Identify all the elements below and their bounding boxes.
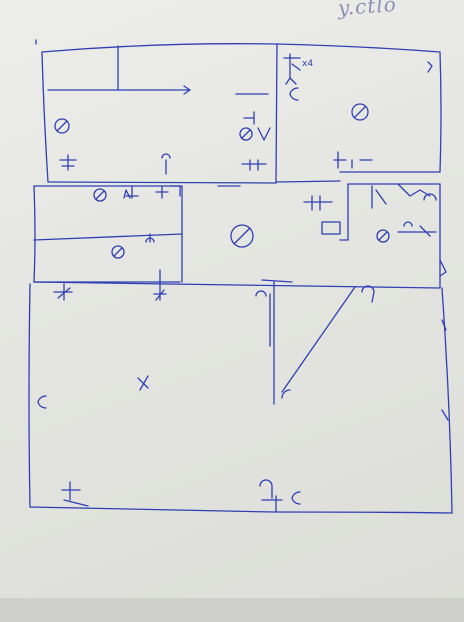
socket-icon <box>137 375 149 391</box>
light-icon <box>53 153 375 507</box>
window-label: x4 <box>302 59 313 69</box>
table-surface <box>0 598 464 622</box>
door-swings <box>37 87 356 505</box>
switch-icon <box>241 111 437 237</box>
outer-walls <box>28 43 453 514</box>
interior-walls <box>33 43 441 513</box>
edge-ticks <box>35 39 449 421</box>
fan-icon <box>54 103 390 259</box>
window-marks <box>217 53 433 347</box>
